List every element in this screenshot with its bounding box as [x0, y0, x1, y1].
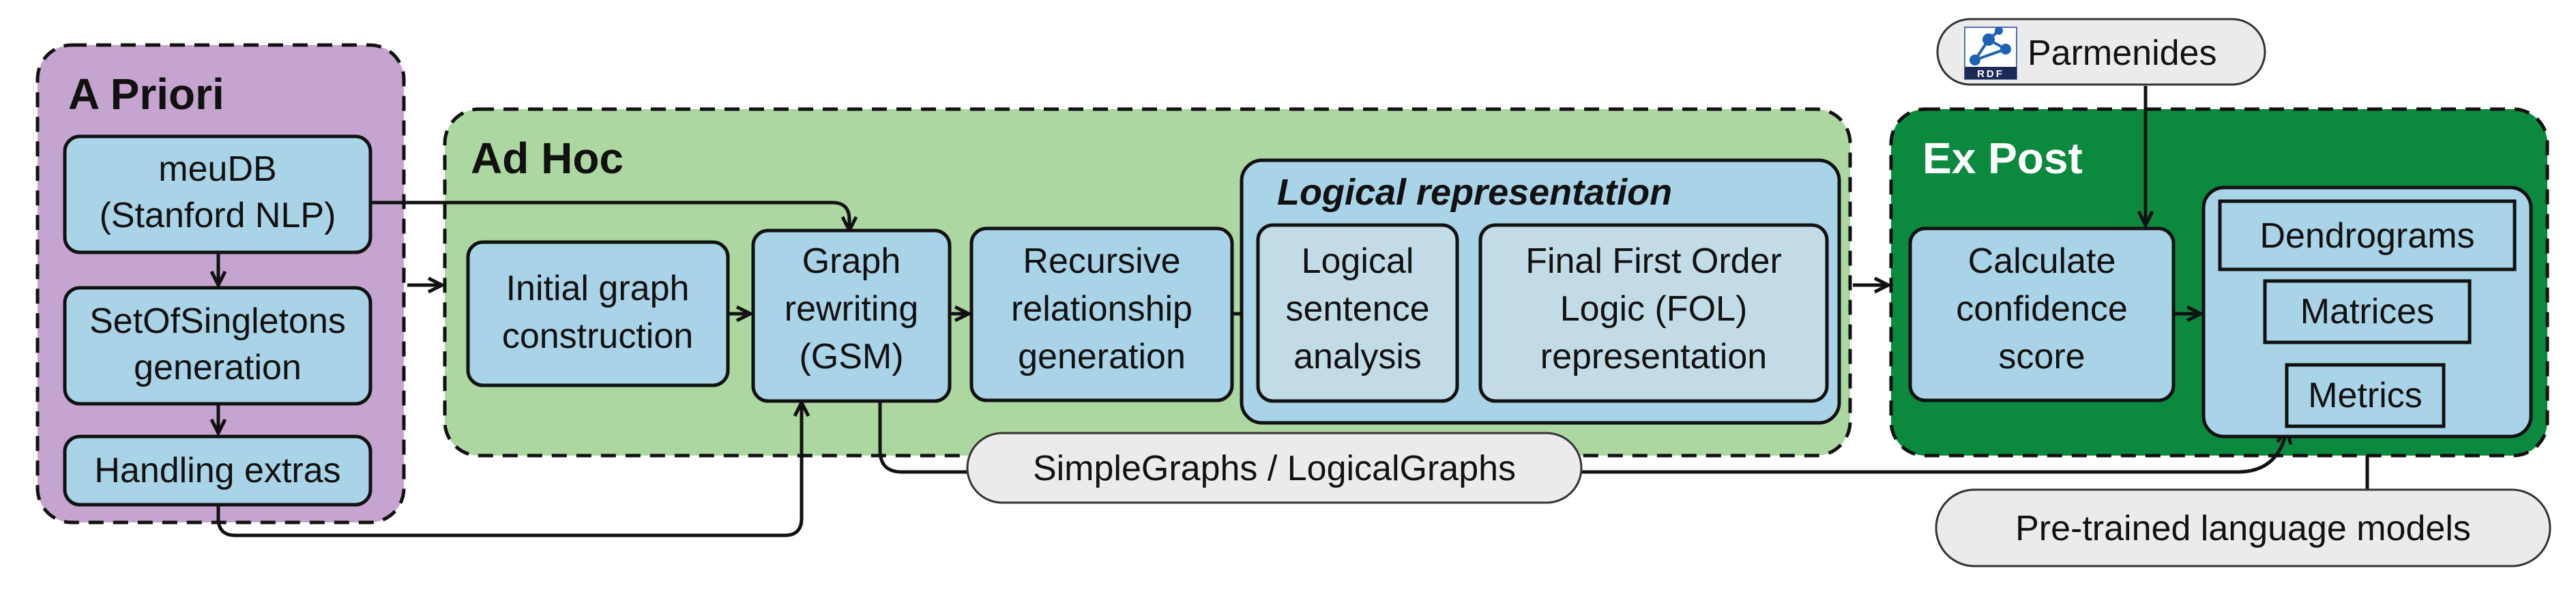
dendrograms-box [2218, 199, 2517, 271]
rdf-label: RDF [1977, 68, 2004, 80]
arrow-extras-graph [216, 402, 802, 537]
graph-line1: Graph [802, 241, 901, 281]
initial-box [466, 240, 730, 387]
initial-line1: Initial graph [506, 269, 690, 308]
rdf-icon: RDF [1964, 27, 2017, 80]
meudb-box [63, 134, 372, 254]
confidence-line3: score [1998, 337, 2085, 376]
recursive-box [969, 226, 1234, 402]
metrics-box [2285, 363, 2446, 428]
graph-line2: rewriting [785, 289, 919, 329]
confidence-line1: Calculate [1968, 241, 2116, 281]
initial-line2: construction [502, 316, 693, 356]
graph-line3: (GSM) [799, 337, 903, 376]
singletons-box [63, 286, 372, 406]
arrow-graph-metrics [878, 401, 2287, 474]
parmenides-pill [1936, 18, 2266, 86]
apriori-title: A Priori [68, 70, 224, 119]
parmenides-label: Parmenides [2028, 33, 2216, 73]
logical-sentence-line1: Logical [1302, 241, 1414, 281]
extras-line1: Handling extras [94, 451, 340, 490]
fol-line3: representation [1540, 337, 1767, 376]
singletons-line2: generation [134, 348, 302, 387]
logical-sentence-line3: analysis [1293, 337, 1422, 376]
dendrograms-label: Dendrograms [2259, 216, 2474, 256]
singletons-line1: SetOfSingletons [89, 301, 346, 341]
logical-sentence-box [1256, 223, 1459, 403]
confidence-box [1908, 226, 2176, 402]
expost-title: Ex Post [1922, 134, 2083, 183]
pretrained-label: Pre-trained language models [2015, 509, 2471, 548]
graph-box [751, 228, 952, 403]
fol-line2: Logic (FOL) [1560, 289, 1748, 329]
confidence-line2: confidence [1956, 289, 2128, 329]
meudb-line2: (Stanford NLP) [100, 196, 336, 235]
matrices-box [2263, 279, 2472, 344]
arrow-meudb-graph [367, 201, 849, 231]
extras-box [63, 434, 372, 507]
logical-representation-title: Logical representation [1277, 172, 1672, 213]
fol-line1: Final First Order [1525, 241, 1782, 281]
meudb-line1: meuDB [158, 149, 276, 189]
metrics-label: Metrics [2308, 376, 2423, 415]
pretrained-pill [1935, 488, 2551, 567]
graphs-label: SimpleGraphs / LogicalGraphs [1033, 449, 1516, 488]
recursive-line3: generation [1018, 337, 1186, 376]
fol-box [1478, 223, 1829, 403]
logical-sentence-line2: sentence [1285, 289, 1429, 329]
graphs-pill [966, 432, 1583, 504]
matrices-label: Matrices [2300, 292, 2434, 331]
recursive-line2: relationship [1011, 289, 1192, 329]
recursive-line1: Recursive [1023, 241, 1180, 281]
adhoc-title: Ad Hoc [471, 134, 624, 183]
